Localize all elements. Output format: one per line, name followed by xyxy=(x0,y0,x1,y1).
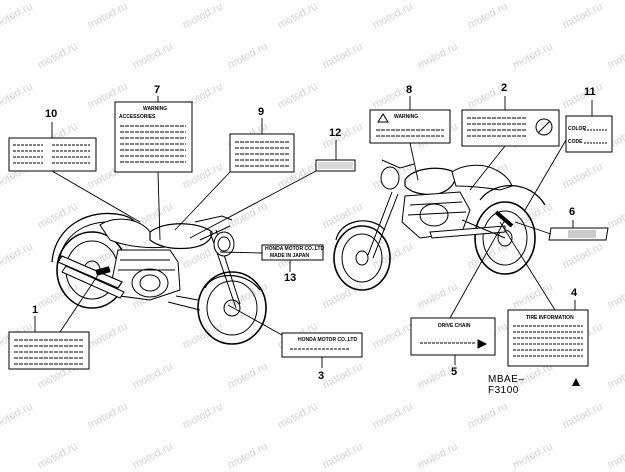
callout-11: 11 xyxy=(584,86,596,98)
callout-12: 12 xyxy=(329,127,342,139)
callout-10: 10 xyxy=(45,108,58,120)
label-11-color-text: COLOR xyxy=(568,126,587,132)
leader-lines xyxy=(34,96,593,368)
label-8-decal xyxy=(369,109,451,144)
callout-1: 1 xyxy=(32,304,39,316)
motorcycle-left-view xyxy=(51,212,267,345)
reference-arrow-icon xyxy=(572,378,580,386)
callout-4: 4 xyxy=(571,287,578,299)
label-1-decal xyxy=(8,331,90,370)
label-7-accessories-text: ACCESSORIES xyxy=(119,114,156,120)
callout-7: 7 xyxy=(154,84,161,96)
motorcycle-right-view xyxy=(333,159,546,291)
callout-2: 2 xyxy=(501,82,508,94)
label-5-decal xyxy=(410,317,496,356)
callout-3: 3 xyxy=(318,370,325,382)
label-11-code-text: CODE xyxy=(568,139,583,145)
label-10-decal xyxy=(8,137,97,172)
callout-13: 13 xyxy=(284,272,297,284)
label-3-honda-text: HONDA MOTOR CO.,LTD xyxy=(298,337,358,343)
label-11-decal xyxy=(565,115,613,153)
callout-9: 9 xyxy=(258,106,265,118)
diagram-reference-code: MBAE– F3100 xyxy=(488,374,525,396)
label-5-drive-chain-text: DRIVE CHAIN xyxy=(438,323,471,329)
label-7-warning-text: WARNING xyxy=(143,106,168,112)
label-13-decal xyxy=(261,244,324,261)
label-3-decal xyxy=(281,332,363,358)
label-7-decal xyxy=(114,101,193,173)
label-13-made-in-japan-text: MADE IN JAPAN xyxy=(270,253,310,259)
label-13-honda-text: HONDA MOTOR CO.,LTD xyxy=(265,246,325,252)
callout-6: 6 xyxy=(569,206,576,218)
label-8-warning-text: WARNING xyxy=(394,114,419,120)
callout-8: 8 xyxy=(406,84,413,96)
label-4-decal xyxy=(507,309,589,367)
label-9-decal xyxy=(229,133,295,173)
label-4-tire-information-text: TIRE INFORMATION xyxy=(526,315,574,321)
label-6-decal xyxy=(548,227,609,241)
label-12-decal xyxy=(315,159,356,172)
callout-5: 5 xyxy=(451,366,458,378)
label-2-decal xyxy=(461,109,560,147)
